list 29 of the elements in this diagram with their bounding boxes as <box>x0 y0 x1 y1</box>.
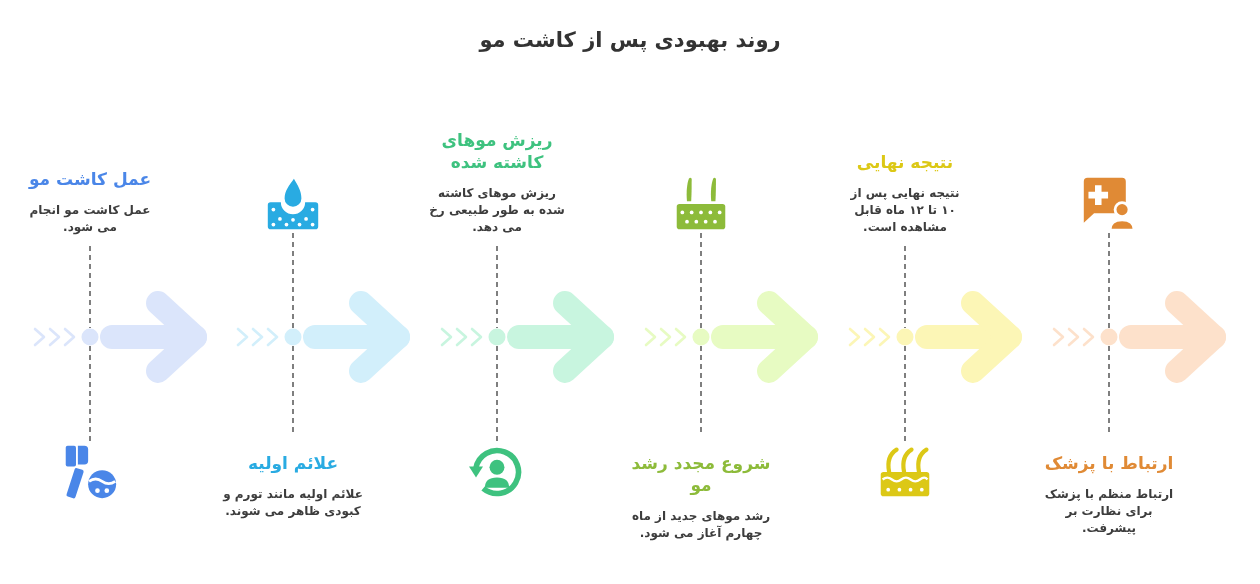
dashed-line <box>496 245 498 329</box>
step-description: علائم اولیه مانند تورم و کبودی ظاهر می شوند. <box>223 486 363 520</box>
timeline-dot <box>896 328 914 346</box>
dashed-line <box>1108 345 1110 433</box>
step-title: ارتباط با پزشک <box>1044 452 1174 474</box>
timeline-dot <box>81 328 99 346</box>
step-title: علائم اولیه <box>247 452 339 474</box>
skin-drop-icon <box>265 176 321 232</box>
dashed-line <box>1108 231 1110 329</box>
dashed-line <box>292 231 294 329</box>
dashed-line <box>89 245 91 329</box>
step-description: عمل کاشت مو انجام می شود. <box>29 202 151 236</box>
step-title: نتیجه نهایی <box>856 151 954 173</box>
step-description: رشد موهای جدید از ماه چهارم آغاز می شود. <box>631 508 771 542</box>
dashed-line <box>904 245 906 329</box>
step-title: شروع مجدد رشد مو <box>631 452 771 496</box>
step-title: عمل کاشت مو <box>28 168 152 190</box>
step-description: ریزش موهای کاشته شده به طور طبیعی رخ می دهد. <box>428 185 566 236</box>
dashed-line <box>700 231 702 329</box>
timeline-dot <box>284 328 302 346</box>
step-description: نتیجه نهایی پس از ۱۰ تا ۱۲ ماه قابل مشاهده است. <box>849 185 961 236</box>
dashed-line <box>700 345 702 433</box>
timeline-dot <box>1100 328 1118 346</box>
step-description: ارتباط منظم با پزشک برای نظارت بر پیشرفت. <box>1044 486 1174 537</box>
diagram-title: روند بهبودی پس از کاشت مو <box>479 28 781 52</box>
step-title: ریزش موهای کاشته شده <box>440 129 554 173</box>
timeline-dot <box>692 328 710 346</box>
dashed-line <box>292 345 294 433</box>
timeline-dot <box>488 328 506 346</box>
